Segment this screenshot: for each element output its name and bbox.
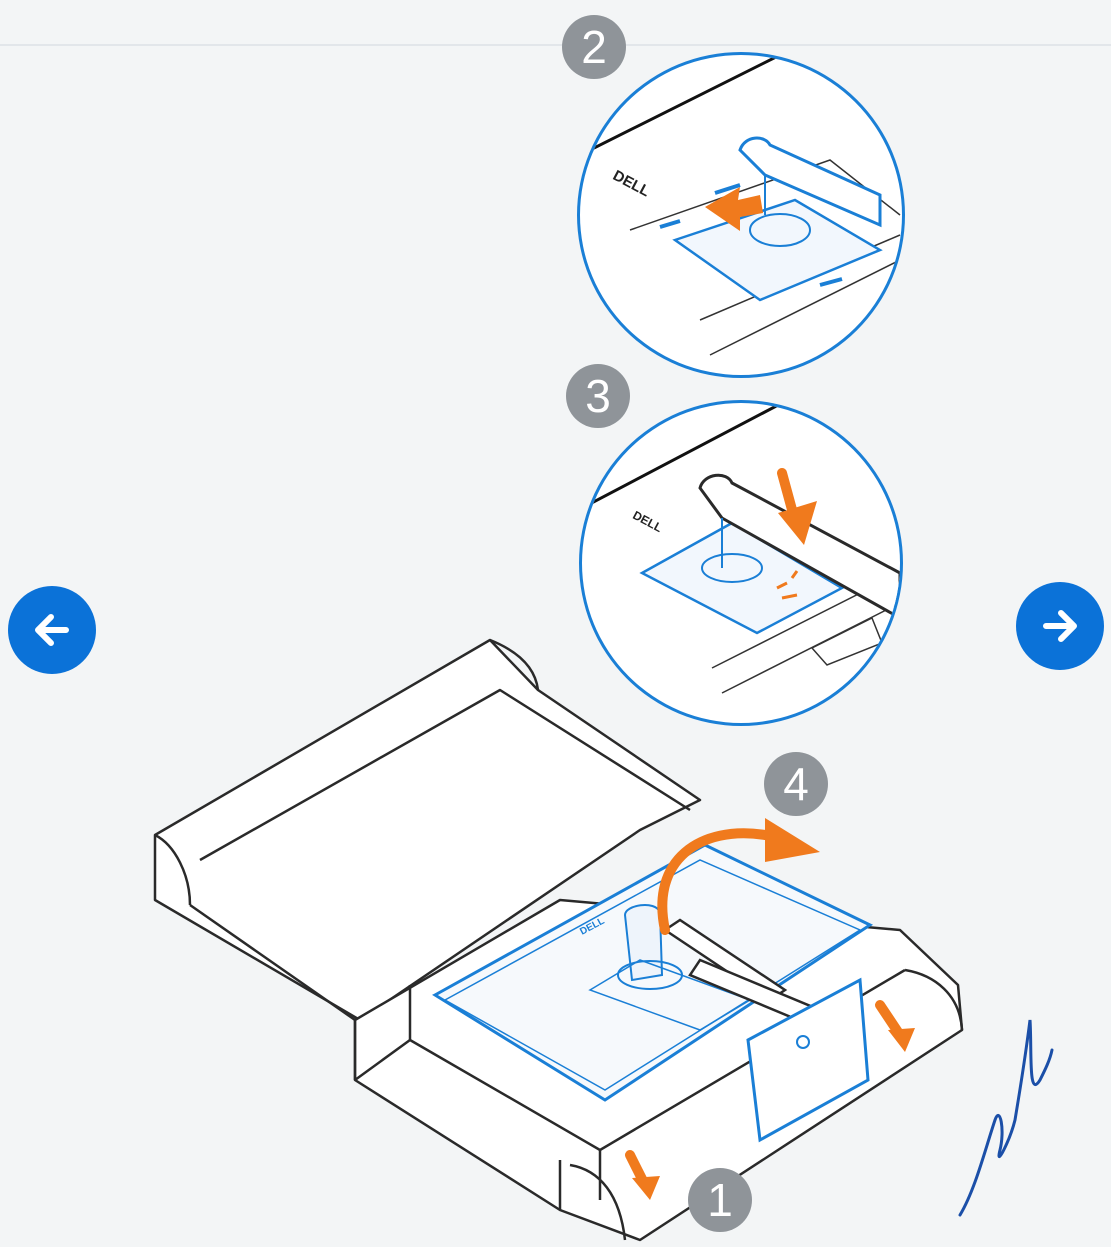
handwritten-signature: [960, 1020, 1052, 1215]
arrow-right-icon: [1038, 604, 1082, 648]
step-3-detail-inset: DELL: [579, 400, 903, 726]
step-2-badge: 2: [562, 15, 626, 79]
step-3-badge: 3: [566, 364, 630, 428]
next-button[interactable]: [1016, 582, 1104, 670]
step-3-detail-drawing: [582, 403, 900, 723]
step-2-detail-inset: DELL: [577, 52, 905, 378]
arrow-left-icon: [30, 608, 74, 652]
previous-button[interactable]: [8, 586, 96, 674]
step-2-detail-drawing: [580, 55, 902, 375]
step-1-badge: 1: [688, 1168, 752, 1232]
step-4-badge: 4: [764, 752, 828, 816]
